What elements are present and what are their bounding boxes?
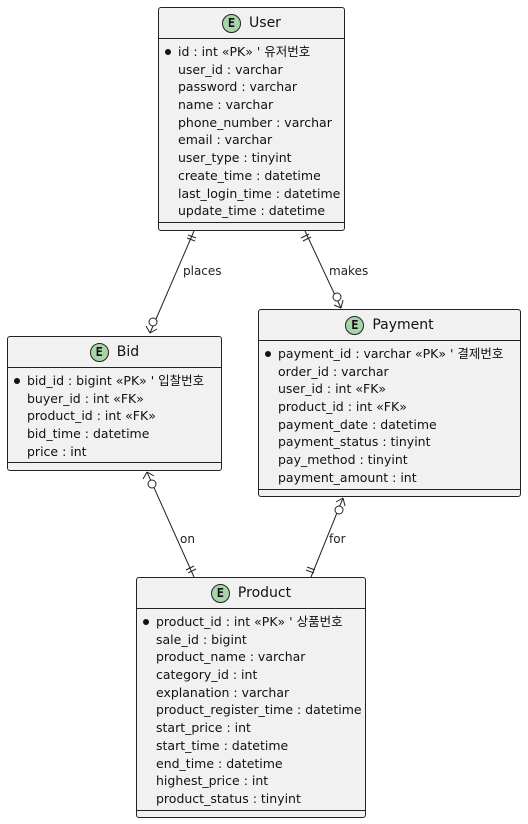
relation-places-line: [149, 230, 195, 334]
primary-key-attribute: product_id : int «PK» ' 상품번호: [137, 613, 365, 631]
key-dot-icon: [165, 49, 171, 55]
attribute: last_login_time : datetime: [178, 185, 341, 201]
entity-user: E User id : int «PK» ' 유저번호 user_id : va…: [158, 7, 345, 231]
relation-label-makes: makes: [329, 264, 369, 278]
entity-badge-icon: E: [89, 342, 109, 362]
primary-key-attribute: payment_id : varchar «PK» ' 결제번호: [259, 345, 520, 363]
attribute: product_id : int «FK»: [27, 408, 156, 424]
attribute: password : varchar: [178, 79, 298, 95]
attribute: payment_date : datetime: [278, 416, 437, 432]
attribute: user_id : int «FK»: [278, 381, 387, 397]
key-dot-icon: [14, 378, 20, 384]
entity-header: E Product: [137, 578, 365, 609]
primary-key-attribute: id : int «PK» ' 유저번호: [159, 43, 344, 61]
relation-on-line: [146, 471, 195, 578]
attribute: order_id : varchar: [278, 363, 389, 379]
relation-label-on: on: [180, 532, 195, 546]
attribute: sale_id : bigint: [156, 631, 247, 647]
key-dot-icon: [265, 351, 271, 357]
entity-title: User: [249, 15, 281, 31]
entity-title: Product: [237, 585, 292, 601]
attribute: email : varchar: [178, 132, 273, 148]
entity-product: E Product product_id : int «PK» ' 상품번호 s…: [136, 577, 366, 818]
attribute: name : varchar: [178, 97, 274, 113]
attribute: payment_status : tinyint: [278, 434, 431, 450]
attribute: product_register_time : datetime: [156, 702, 362, 718]
attribute: user_type : tinyint: [178, 150, 292, 166]
relation-label-for: for: [329, 532, 346, 546]
attribute: update_time : datetime: [178, 203, 326, 219]
entity-badge-icon: E: [210, 583, 230, 603]
attribute: start_time : datetime: [156, 737, 289, 753]
entity-header: E User: [159, 8, 344, 39]
entity-bid: E Bid bid_id : bigint «PK» ' 입찰번호 buyer_…: [7, 336, 222, 471]
attribute: explanation : varchar: [156, 684, 290, 700]
attribute: highest_price : int: [156, 773, 269, 789]
attribute: phone_number : varchar: [178, 114, 332, 130]
entity-header: E Payment: [259, 310, 520, 341]
entity-title: Payment: [372, 317, 434, 333]
attribute: buyer_id : int «FK»: [27, 390, 144, 406]
entity-payment: E Payment payment_id : varchar «PK» ' 결제…: [258, 309, 521, 497]
attribute: category_id : int: [156, 667, 258, 683]
attribute: end_time : datetime: [156, 755, 283, 771]
attribute: create_time : datetime: [178, 167, 321, 183]
attribute: bid_time : datetime: [27, 426, 150, 442]
attribute: start_price : int: [156, 720, 251, 736]
attribute: product_name : varchar: [156, 649, 306, 665]
relation-label-places: places: [183, 264, 222, 278]
key-dot-icon: [143, 619, 149, 625]
attribute: pay_method : tinyint: [278, 452, 408, 468]
attribute: product_status : tinyint: [156, 790, 301, 806]
entity-title: Bid: [116, 344, 140, 360]
attribute: price : int: [27, 443, 87, 459]
entity-badge-icon: E: [345, 315, 365, 335]
primary-key-attribute: bid_id : bigint «PK» ' 입찰번호: [8, 372, 221, 390]
attribute: payment_amount : int: [278, 469, 417, 485]
attribute: user_id : varchar: [178, 61, 283, 77]
entity-badge-icon: E: [222, 13, 242, 33]
entity-header: E Bid: [8, 337, 221, 368]
attribute: product_id : int «FK»: [278, 399, 407, 415]
